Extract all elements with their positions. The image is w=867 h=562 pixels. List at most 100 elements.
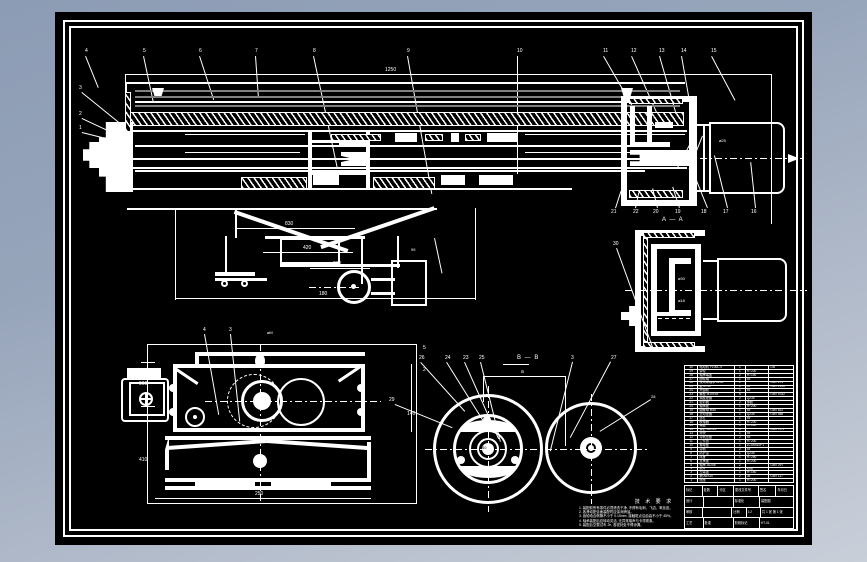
plan-dim-ext2: [147, 432, 148, 488]
plan-base-right: [367, 442, 371, 482]
sheet-frame-inner: [69, 26, 798, 531]
bom-cell-note: GB: [770, 366, 775, 369]
bom-cell-name: 端盖: [698, 424, 736, 428]
tech-notes-line: 3. 齿轮啮合侧隙不小于 0.15mm, 接触斑点沿齿高不小于 45%。: [579, 514, 674, 519]
plan-body-right: [361, 364, 365, 432]
aa-centerline: [625, 290, 807, 291]
title-block[interactable]: 标记 处数 分区 更改文件号 签名 年月日 设计 标准化 装配图 审核 比例 1…: [684, 485, 794, 529]
shaft-top-line: [135, 145, 645, 147]
carriage-nut-profile: [341, 152, 367, 166]
bb-dimension-a: a: [521, 369, 524, 375]
bom-cell-name: 带轮: [698, 369, 736, 373]
bom-cell-note: [769, 370, 793, 373]
technical-requirements: 技 术 要 求 1. 装配前所有零件必须清洗干净, 不得有毛刺、飞边、氧化皮。 …: [579, 498, 729, 527]
support-base-left: [215, 278, 267, 281]
bom-cell-qty: 1: [735, 389, 746, 393]
aa-bore-label2: ⌀18: [678, 298, 685, 303]
plan-body-top: [173, 364, 365, 368]
support-bolt: [221, 280, 228, 287]
balloon-20: 20: [653, 209, 659, 215]
plan-balloon-2: 2: [423, 367, 426, 373]
carriage-rib: [310, 172, 368, 175]
balloon-9: 9: [407, 48, 410, 54]
bom-cell-qty: 2: [735, 381, 746, 385]
plan-dim-bottom: [155, 498, 371, 499]
bom-cell-note: [769, 374, 793, 377]
pulley-center: [351, 284, 356, 289]
tb-sheet: 共 1 张 第 1 张: [761, 509, 783, 514]
plan-body-bottom: [173, 428, 365, 432]
dim-tick: [125, 74, 126, 84]
support-leg-left: [225, 236, 227, 274]
bom-cell-note: [769, 405, 793, 408]
dimension-line: [125, 74, 771, 75]
bom-cell-qty: 1: [735, 432, 746, 436]
plan-base-slot-right: [271, 482, 331, 486]
centerline-horizontal: [131, 158, 676, 159]
bom-cell-no: 13: [685, 432, 699, 436]
bom-cell-no: 23: [685, 393, 699, 397]
support-inner-wall: [361, 236, 363, 284]
bom-cell-note: [769, 444, 793, 447]
bom-cell-material: [746, 381, 770, 385]
balloon-4: 4: [85, 48, 88, 54]
bb-centerline-horizontal: [425, 449, 647, 450]
plan-base-foot: [165, 486, 371, 490]
bom-cell-qty: 8: [735, 428, 746, 432]
tb-code: HT-01: [760, 520, 770, 525]
bom-cell-note: [769, 448, 793, 451]
bom-cell-no: 1: [685, 479, 699, 483]
balloon-10: 10: [517, 48, 523, 54]
bom-cell-qty: 1: [735, 412, 746, 416]
bom-cell-note: GB/T5782: [770, 393, 785, 397]
plan-dim-ext: [147, 362, 148, 406]
plan-centerline-horizontal: [205, 401, 381, 402]
bom-cell-name: 联轴器: [698, 420, 736, 424]
drawing-sheet: 4 5 6 7 8 9 10 11 12 13: [55, 12, 812, 545]
gearbox-right-wall: [689, 96, 697, 206]
bom-cell-no: 24: [685, 389, 699, 393]
bb-balloon-3: 3: [571, 355, 574, 361]
bom-cell-material: 45: [746, 408, 770, 412]
headstock-wedge: [113, 177, 122, 186]
plan-base-left: [165, 436, 169, 470]
bom-cell-name: 螺栓 M10×35: [698, 393, 736, 397]
bom-cell-note: [769, 421, 793, 424]
plan-small-roller: [185, 407, 205, 427]
bom-cell-material: [746, 393, 770, 397]
left-flange-hatch: [125, 92, 131, 132]
section-bb-label: B — B: [517, 355, 540, 361]
